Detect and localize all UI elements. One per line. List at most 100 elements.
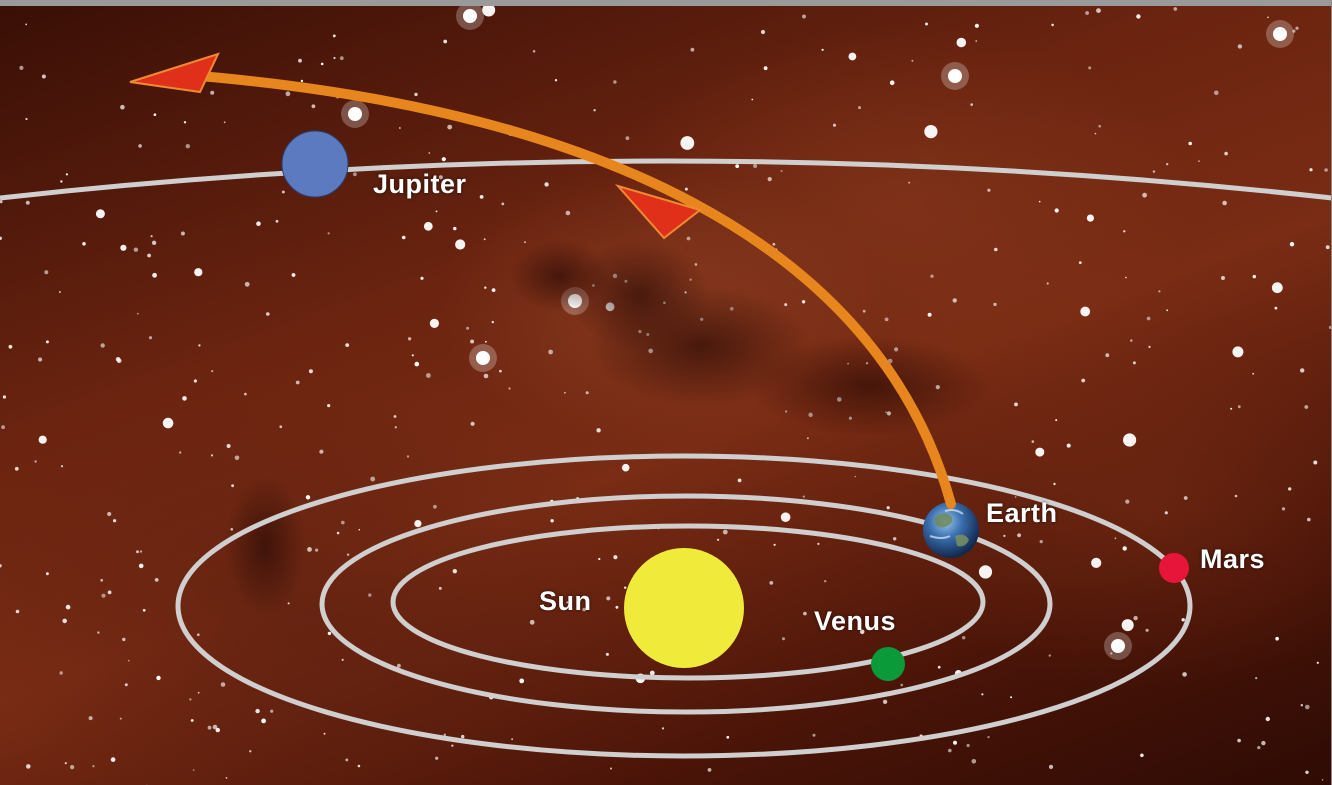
star xyxy=(298,58,302,63)
star xyxy=(212,724,218,730)
star xyxy=(1267,16,1269,19)
star xyxy=(1078,261,1082,264)
star xyxy=(397,663,401,668)
jupiter-orbit xyxy=(0,158,1331,201)
star xyxy=(136,312,139,315)
star xyxy=(993,302,997,307)
star xyxy=(751,98,754,101)
star xyxy=(190,719,194,722)
star xyxy=(183,121,187,124)
star xyxy=(519,678,525,684)
star xyxy=(138,563,144,569)
star xyxy=(1123,433,1137,447)
star xyxy=(62,618,67,624)
star xyxy=(971,759,977,764)
star xyxy=(142,608,146,612)
star xyxy=(773,543,776,546)
star xyxy=(59,671,63,675)
star xyxy=(1094,132,1097,135)
star xyxy=(266,312,270,316)
star xyxy=(952,298,957,303)
star xyxy=(925,22,928,26)
bright-star xyxy=(476,351,490,365)
bright-star xyxy=(948,69,962,83)
star xyxy=(1148,345,1151,348)
star xyxy=(484,286,487,289)
star xyxy=(686,236,691,241)
star xyxy=(1046,282,1049,285)
venus-orbit xyxy=(390,523,986,681)
star xyxy=(154,578,159,582)
star xyxy=(975,40,977,42)
star xyxy=(197,691,200,694)
star xyxy=(508,387,511,390)
star xyxy=(565,210,571,216)
star xyxy=(1300,704,1304,707)
star xyxy=(270,709,274,713)
star xyxy=(0,236,2,240)
star xyxy=(753,164,758,168)
star xyxy=(1035,447,1045,457)
star xyxy=(1010,696,1013,699)
star xyxy=(1125,276,1127,279)
star xyxy=(153,113,157,116)
star xyxy=(1222,200,1227,206)
star xyxy=(593,109,596,112)
star xyxy=(1086,214,1094,222)
star xyxy=(544,182,549,187)
star xyxy=(900,683,904,687)
star xyxy=(1237,44,1243,49)
star xyxy=(499,369,502,373)
star xyxy=(1275,636,1279,641)
nebula-pillars xyxy=(225,241,990,616)
star xyxy=(858,106,861,110)
star xyxy=(139,550,143,553)
star xyxy=(180,231,185,236)
star xyxy=(1221,276,1225,280)
star xyxy=(210,454,214,457)
star xyxy=(441,157,446,162)
star xyxy=(1085,11,1089,15)
star xyxy=(261,718,266,724)
star xyxy=(420,276,424,280)
star xyxy=(1316,661,1319,664)
star xyxy=(368,593,372,597)
star xyxy=(453,226,457,231)
star xyxy=(821,48,824,51)
star xyxy=(1255,677,1258,680)
arrowhead-tip xyxy=(129,52,220,94)
star xyxy=(817,542,820,546)
star xyxy=(255,708,260,714)
star xyxy=(1105,353,1110,358)
star xyxy=(479,195,484,199)
star xyxy=(45,340,49,344)
star xyxy=(1289,242,1295,247)
solar-system-diagram xyxy=(0,6,1331,785)
star xyxy=(610,767,612,770)
star xyxy=(133,247,139,252)
star xyxy=(65,604,71,610)
star xyxy=(411,354,414,357)
star xyxy=(15,609,20,614)
star xyxy=(1055,419,1058,422)
star xyxy=(0,564,2,568)
bright-star xyxy=(1111,639,1125,653)
star xyxy=(100,343,105,348)
star xyxy=(737,478,742,483)
star xyxy=(281,190,285,194)
star xyxy=(661,727,665,730)
star xyxy=(451,744,454,747)
star xyxy=(275,219,279,223)
star xyxy=(433,504,437,509)
star xyxy=(1122,546,1127,551)
star xyxy=(323,732,326,735)
star xyxy=(60,465,64,468)
star xyxy=(684,187,688,191)
star xyxy=(353,172,357,177)
star xyxy=(122,637,126,642)
star xyxy=(482,6,496,17)
star xyxy=(994,247,998,252)
star xyxy=(491,288,496,292)
star xyxy=(511,738,513,741)
star xyxy=(501,202,505,206)
